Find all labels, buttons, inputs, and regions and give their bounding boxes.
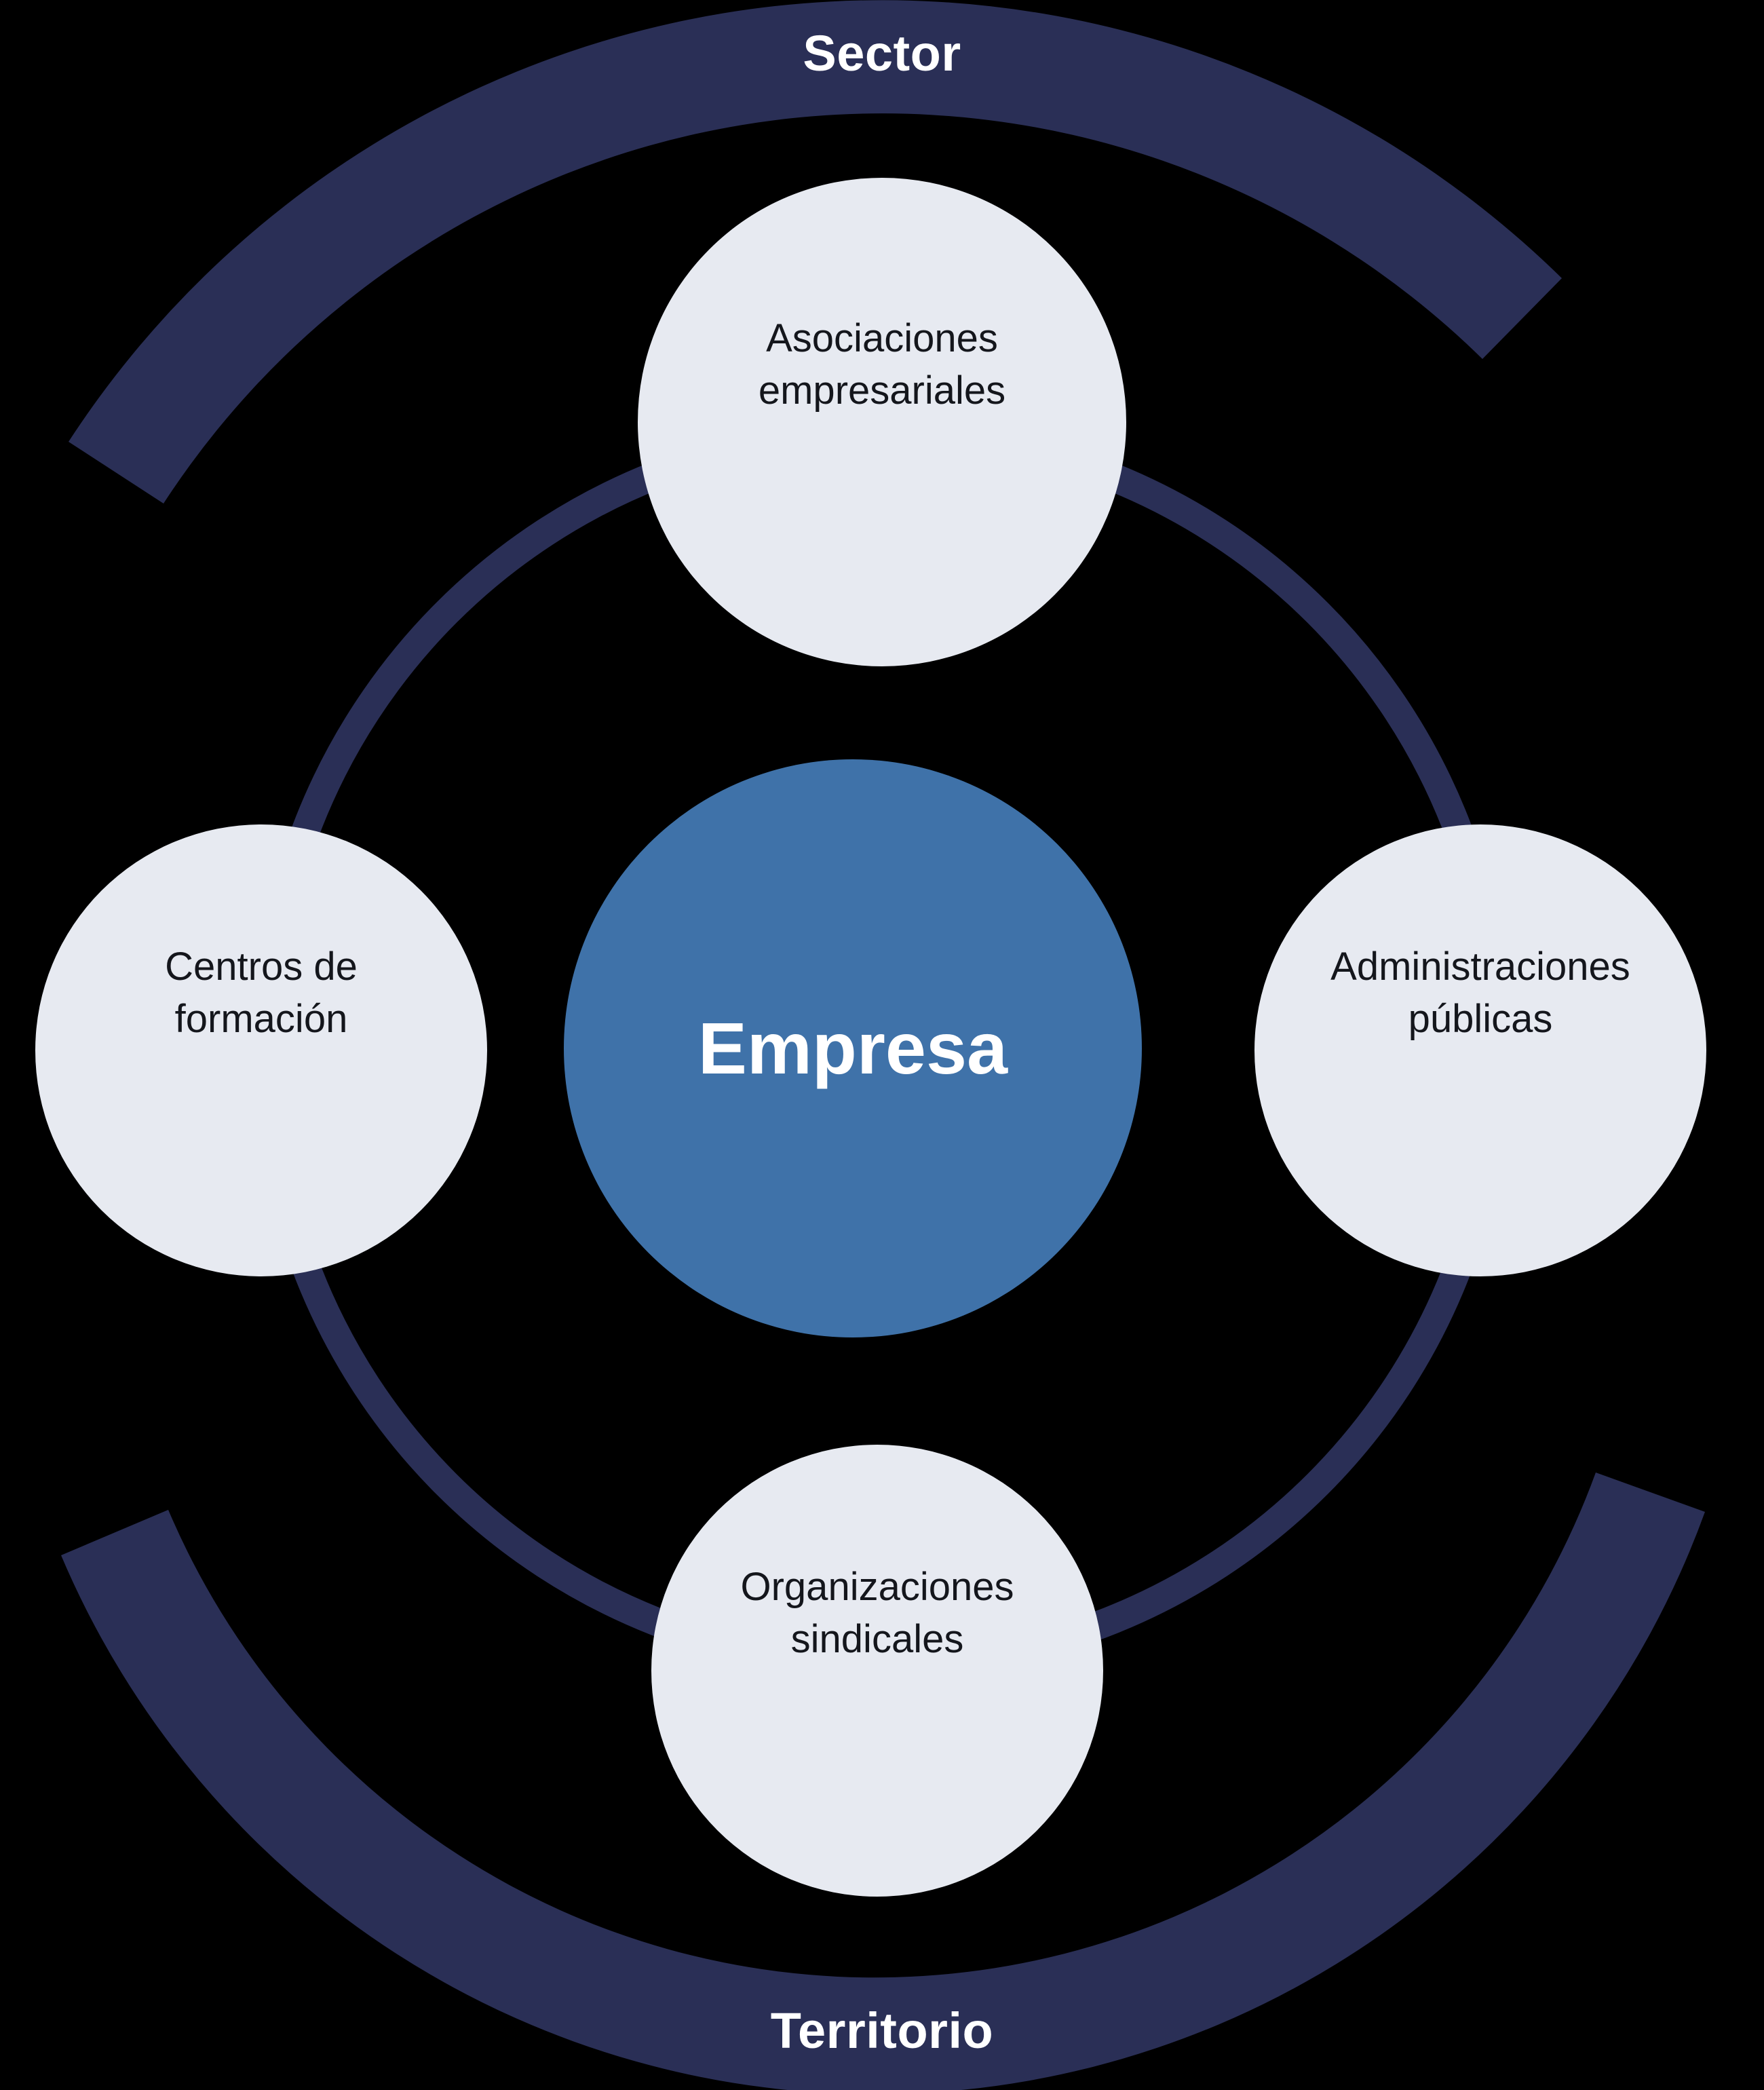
satellite-label-line: formación [174, 997, 348, 1041]
satellite-circle-centros-de-formacion: Centros de formación [35, 824, 487, 1276]
empresa-label: Empresa [697, 1007, 1008, 1089]
satellite-circle-organizaciones-sindicales: Organizaciones sindicales [651, 1445, 1103, 1897]
satellite-label-line: empresariales [758, 368, 1006, 413]
satellite-label: Administraciones públicas [1330, 940, 1630, 1045]
satellite-label-line: sindicales [790, 1617, 964, 1661]
satellite-label: Centros de formación [165, 940, 358, 1045]
satellite-circle-administraciones-publicas: Administraciones públicas [1254, 824, 1706, 1276]
sector-label: Sector [803, 25, 961, 81]
satellite-label: Asociaciones empresariales [759, 312, 1005, 417]
center-circle-empresa: Empresa [564, 759, 1142, 1337]
satellite-circle-asociaciones-empresariales: Asociaciones empresariales [638, 178, 1126, 666]
territorio-label: Territorio [770, 2002, 994, 2059]
satellite-label: Organizaciones sindicales [741, 1561, 1014, 1665]
satellite-label-line: Administraciones [1330, 944, 1630, 989]
satellite-label-line: Asociaciones [766, 316, 998, 360]
territorio-arc-band [61, 1472, 1705, 2090]
satellite-label-line: públicas [1408, 997, 1553, 1041]
sector-arc-band [69, 0, 1562, 504]
satellite-label-line: Centros de [165, 944, 358, 989]
satellite-label-line: Organizaciones [740, 1564, 1014, 1609]
